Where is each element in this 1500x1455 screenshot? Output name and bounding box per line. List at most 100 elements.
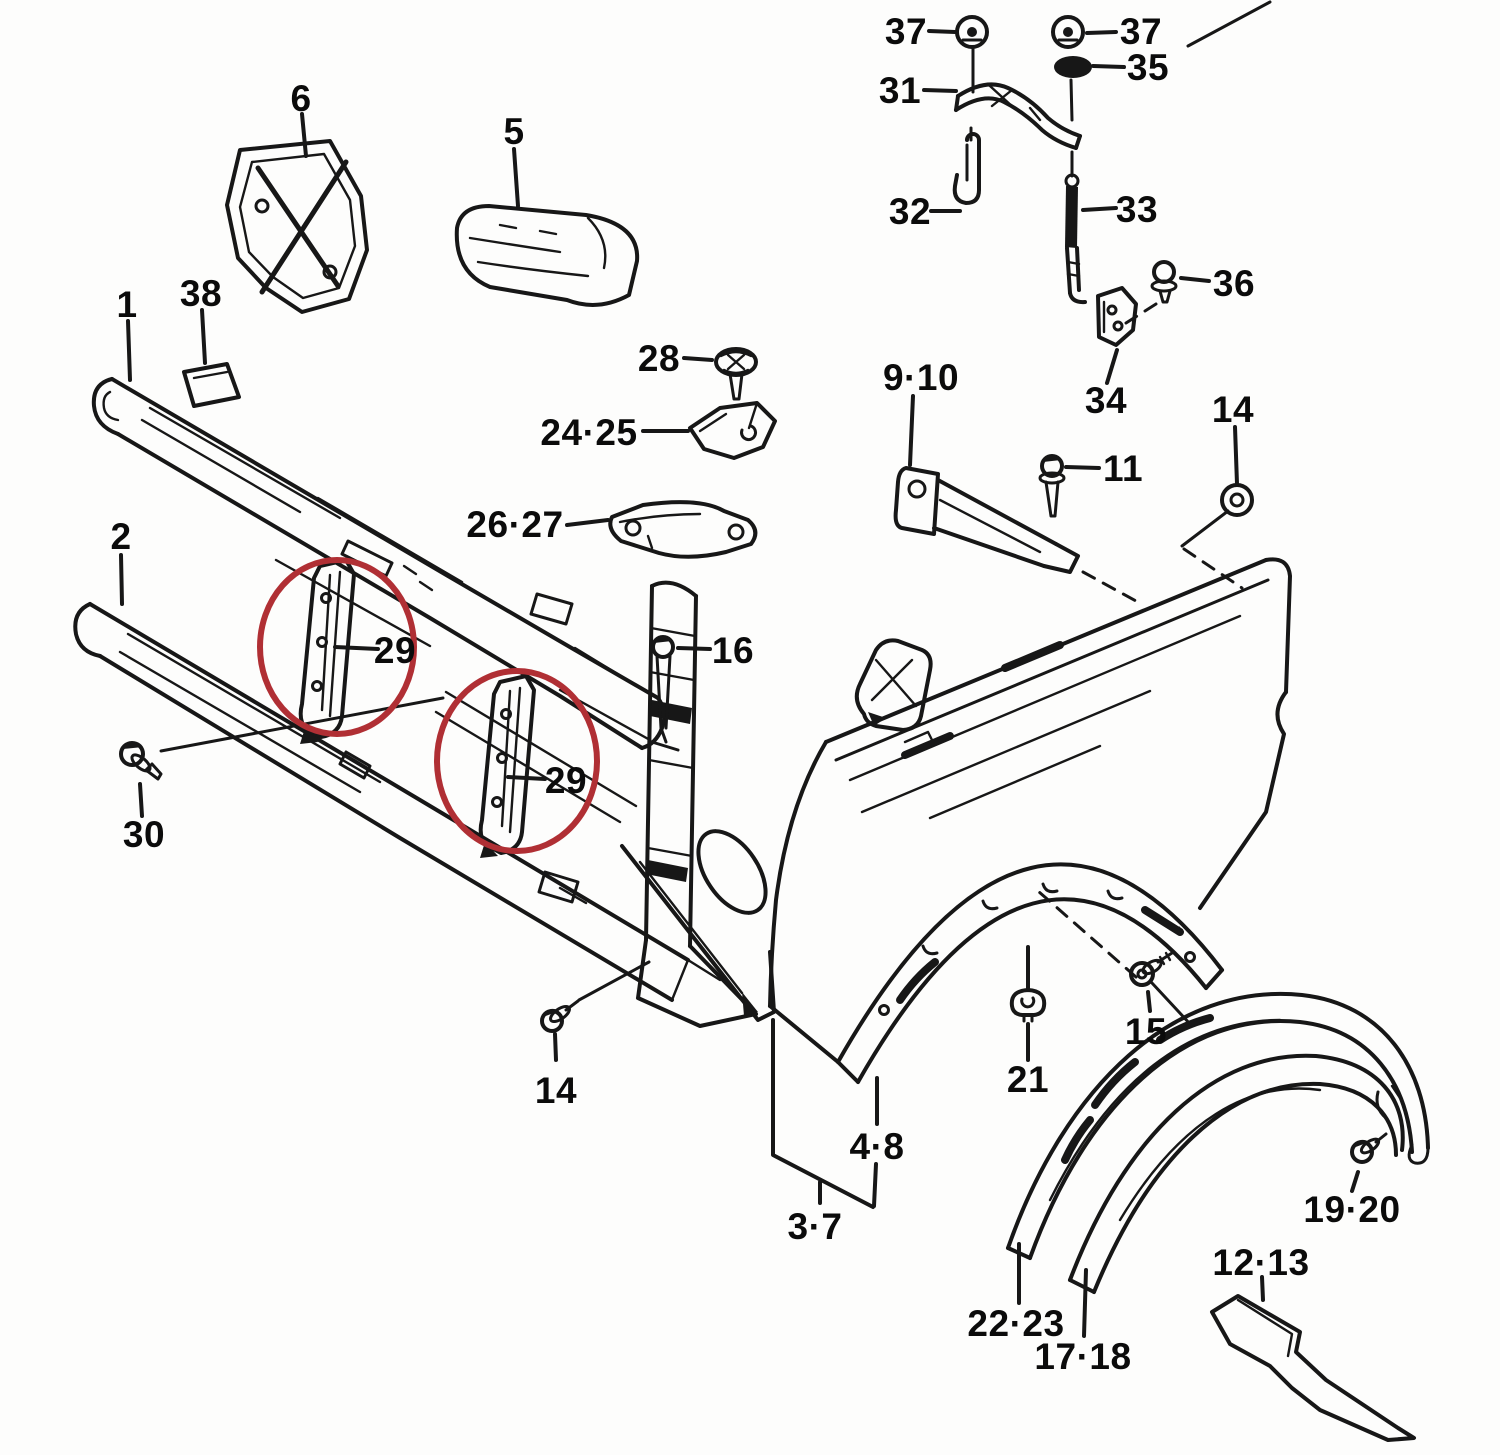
leader-line-29-right (506, 775, 547, 781)
leader-line-aux-14-bottom (577, 960, 651, 1002)
part-label-36: 36 (1213, 263, 1255, 304)
part-32-hook-bolt (952, 132, 981, 205)
part-34-bracket (1096, 286, 1138, 347)
part-14-bolt-bottom (540, 999, 580, 1033)
part-24-25-bracket (688, 401, 777, 460)
leader-line-11 (1064, 465, 1101, 470)
part-30-bolt (119, 741, 163, 781)
leader-line-19-20 (1350, 1170, 1360, 1193)
leader-line-28 (682, 356, 714, 362)
part-label-30: 30 (123, 814, 165, 855)
part-label-24-25: 24·25 (540, 412, 637, 453)
part-38-pad (182, 362, 241, 408)
leader-line-dash-14-right (1182, 547, 1244, 590)
part-29-stay-right (478, 674, 536, 858)
leader-line-16 (676, 646, 712, 651)
part-11-screw (1038, 454, 1066, 518)
part-label-26-27: 26·27 (466, 504, 563, 545)
leader-line-26-27 (565, 518, 610, 527)
part-15-bolt (1129, 951, 1174, 987)
part-12-13-mud-flap (1210, 1294, 1416, 1442)
leader-line-36 (1179, 276, 1211, 283)
part-label-31: 31 (879, 70, 921, 111)
part-label-33: 33 (1116, 189, 1158, 230)
leader-line-9-10 (908, 394, 915, 467)
leader-line-dash-36-34 (1124, 302, 1158, 325)
leader-line-37-left (927, 29, 957, 34)
leader-line-1 (126, 319, 132, 382)
leader-lines (119, 29, 1360, 1338)
part-31-strap (954, 82, 1082, 150)
part-2-lower-rail (73, 602, 722, 1002)
part-28-screw (714, 347, 758, 401)
part-37-bolt-left (955, 15, 989, 49)
part-label-32: 32 (889, 191, 931, 232)
part-14-washer-right (1180, 483, 1254, 548)
part-label-37-right: 37 (1120, 11, 1162, 52)
part-label-37-left: 37 (885, 11, 927, 52)
leader-line-38 (200, 308, 207, 365)
part-label-29-left: 29 (374, 630, 416, 671)
wheel-arch-flare-strips (1006, 991, 1430, 1294)
leader-line-15 (1146, 990, 1152, 1013)
leader-line-5 (512, 147, 520, 208)
part-label-14-right: 14 (1212, 389, 1254, 430)
part-19-20-bolt (1350, 1132, 1388, 1164)
part-label-16: 16 (712, 630, 754, 671)
part-label-22-23: 22·23 (967, 1303, 1064, 1344)
part-37-bolt-right (1051, 15, 1085, 49)
part-16-screw (650, 635, 680, 752)
leader-line-2 (119, 553, 124, 606)
part-35-grommet (1054, 56, 1092, 78)
part-label-5: 5 (503, 111, 524, 152)
part-5-bracket (454, 204, 640, 307)
leader-line-31 (922, 88, 958, 93)
part-26-27-bracket (608, 500, 758, 559)
leader-line-30 (138, 782, 144, 818)
part-label-38: 38 (180, 273, 222, 314)
part-label-6: 6 (290, 78, 311, 119)
part-label-9-10: 9·10 (883, 357, 959, 398)
leader-line-link-35-31 (1069, 78, 1074, 122)
part-6-support-plate (225, 139, 369, 314)
leader-line-35 (1091, 64, 1126, 69)
part-21-grommet (1009, 988, 1047, 1023)
leader-line-group-4-8-lower (872, 1162, 878, 1208)
part-label-1: 1 (116, 284, 137, 325)
leader-line-34 (1105, 348, 1119, 385)
part-29-stay-left (298, 558, 356, 744)
part-label-3-7: 3·7 (788, 1206, 843, 1247)
highlight-circle-part-29-left (257, 557, 417, 737)
part-label-14-bottom: 14 (535, 1070, 577, 1111)
part-9-10-bracket-bar (893, 466, 1080, 574)
parts-linework (73, 0, 1430, 1442)
highlight-circle-part-29-right (434, 668, 600, 854)
leader-line-dash-9-10 (1081, 570, 1138, 603)
part-label-17-18: 17·18 (1034, 1336, 1131, 1377)
part-label-4-8: 4·8 (850, 1126, 905, 1167)
leader-line-dash-15 (1036, 889, 1138, 979)
part-label-21: 21 (1007, 1059, 1049, 1100)
part-label-28: 28 (638, 338, 680, 379)
part-label-11: 11 (1103, 448, 1143, 489)
leader-line-14-right (1233, 425, 1239, 486)
leader-line-33 (1081, 206, 1118, 212)
part-label-29-right: 29 (545, 760, 587, 801)
part-36-bolt (1150, 260, 1178, 304)
leader-line-12-13 (1260, 1275, 1265, 1302)
leader-line-group-3-7 (771, 1018, 875, 1209)
part-33-rod (1064, 173, 1087, 305)
leader-line-aux-15-diag (1150, 981, 1193, 1027)
leader-line-6 (300, 112, 308, 158)
leader-line-37-right (1085, 30, 1118, 35)
corner-line (1186, 0, 1272, 48)
front-fender (768, 557, 1292, 1084)
part-label-35: 35 (1127, 47, 1169, 88)
support-frame-edges (434, 690, 638, 824)
highlight-circles (257, 557, 600, 854)
part-label-12-13: 12·13 (1212, 1242, 1309, 1283)
part-label-19-20: 19·20 (1303, 1189, 1400, 1230)
